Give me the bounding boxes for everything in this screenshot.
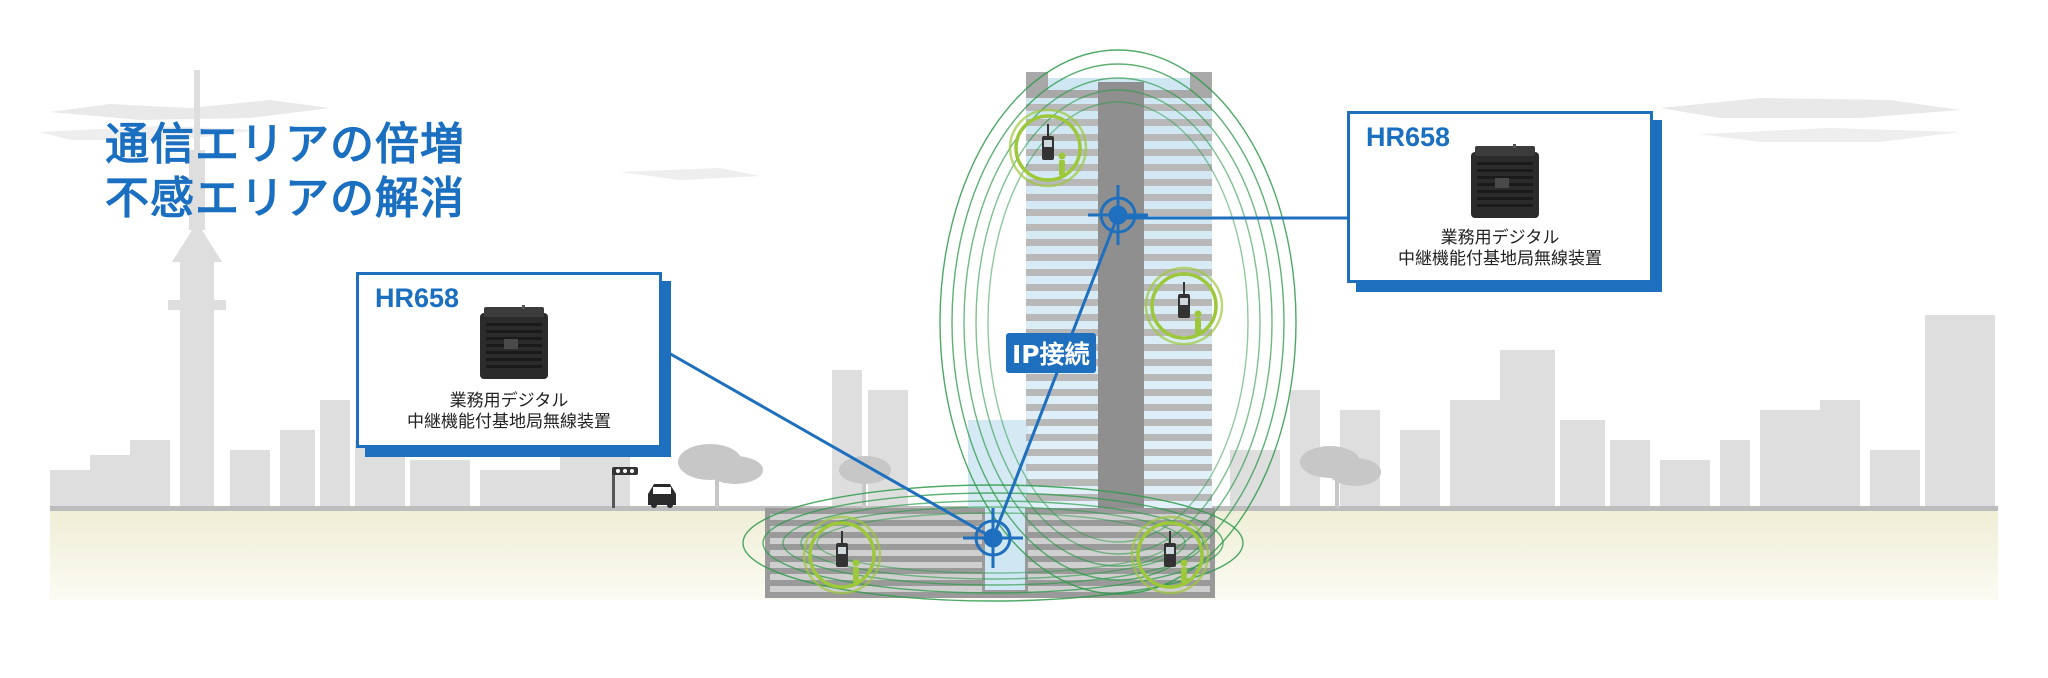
repeater-desc-line-2: 中継機能付基地局無線装置 <box>1398 249 1602 269</box>
person-icon <box>852 559 860 583</box>
car-icon <box>648 484 676 508</box>
repeater-device-icon <box>1471 144 1539 218</box>
repeater-desc-line-1: 業務用デジタル <box>1440 228 1560 248</box>
person-icon <box>1194 310 1202 334</box>
repeater-card-right: HR658 業務用デジタル 中継機能付基地局無線装置 <box>1347 111 1653 283</box>
clouds <box>40 98 1960 180</box>
tree-icon <box>678 444 1381 508</box>
person-icon <box>1058 152 1066 176</box>
city-skyline <box>50 70 1995 510</box>
repeater-desc: 業務用デジタル 中継機能付基地局無線装置 <box>359 391 659 433</box>
radio-handset-icon <box>836 531 848 567</box>
headline: 通信エリアの倍増 不感エリアの解消 <box>105 118 465 226</box>
antenna-target-icon <box>1088 185 1148 245</box>
radio-zone <box>802 515 882 595</box>
radio-zone <box>1130 515 1210 595</box>
radio-zone <box>1144 266 1224 346</box>
repeater-model-label: HR658 <box>375 283 460 313</box>
radio-zone <box>1008 108 1088 188</box>
radio-handset-icon <box>1042 124 1054 160</box>
headline-line-1: 通信エリアの倍増 <box>105 119 465 170</box>
repeater-card-left: HR658 業務用デジタル 中継機能付基地局無線装置 <box>356 272 662 448</box>
connection-lines <box>659 214 1347 540</box>
repeater-desc-line-1: 業務用デジタル <box>449 391 569 411</box>
traffic-light-icon <box>612 467 638 508</box>
antenna-target-icon <box>963 508 1023 568</box>
repeater-desc-line-2: 中継機能付基地局無線装置 <box>407 412 611 432</box>
radio-handset-icon <box>1164 531 1176 567</box>
person-icon <box>1180 559 1188 583</box>
radio-handset-icon <box>1178 282 1190 318</box>
headline-line-2: 不感エリアの解消 <box>105 173 465 224</box>
ip-connection-label: IP接続 <box>1006 333 1096 373</box>
repeater-device-icon <box>480 305 548 379</box>
repeater-desc: 業務用デジタル 中継機能付基地局無線装置 <box>1350 228 1650 270</box>
repeater-model-label: HR658 <box>1366 122 1451 152</box>
